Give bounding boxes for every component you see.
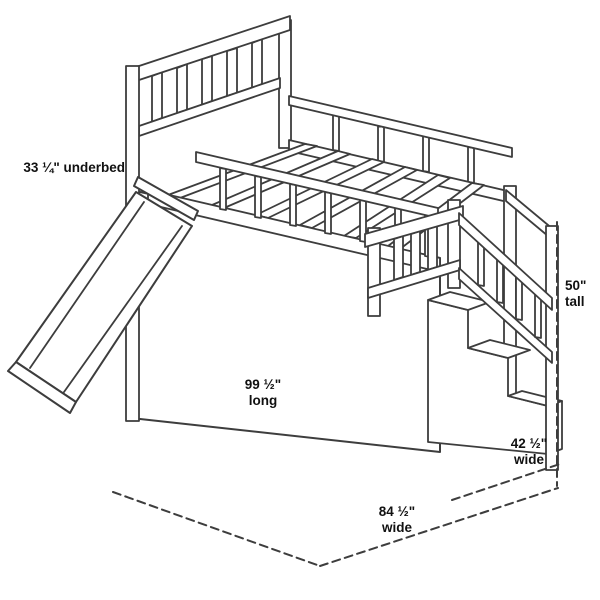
slide — [7, 176, 199, 414]
dimension-lines — [112, 221, 561, 567]
length-unit: long — [248, 392, 278, 408]
width-unit: wide — [381, 519, 412, 535]
dim-length-label: 99 ½" long — [203, 377, 323, 409]
dim-underbed-label: 33 ¼" underbed — [23, 160, 125, 176]
depth-unit: wide — [513, 451, 544, 467]
length-value: 99 ½" — [244, 377, 282, 392]
total-width-dash — [319, 487, 559, 567]
height-value: 50" — [565, 278, 587, 293]
width-value: 84 ½" — [378, 504, 416, 519]
width-extension-dash — [112, 491, 321, 567]
underbed-text: 33 ¼" underbed — [23, 160, 125, 175]
bed-depth-dash — [451, 463, 561, 501]
footboard — [364, 199, 464, 317]
staircase — [427, 185, 563, 471]
dim-width-label: 84 ½" wide — [347, 504, 447, 536]
dim-depth-label: 42 ½" wide — [489, 436, 569, 468]
dim-height-label: 50" tall — [565, 278, 586, 310]
depth-value: 42 ½" — [510, 436, 548, 451]
height-unit: tall — [565, 293, 585, 309]
